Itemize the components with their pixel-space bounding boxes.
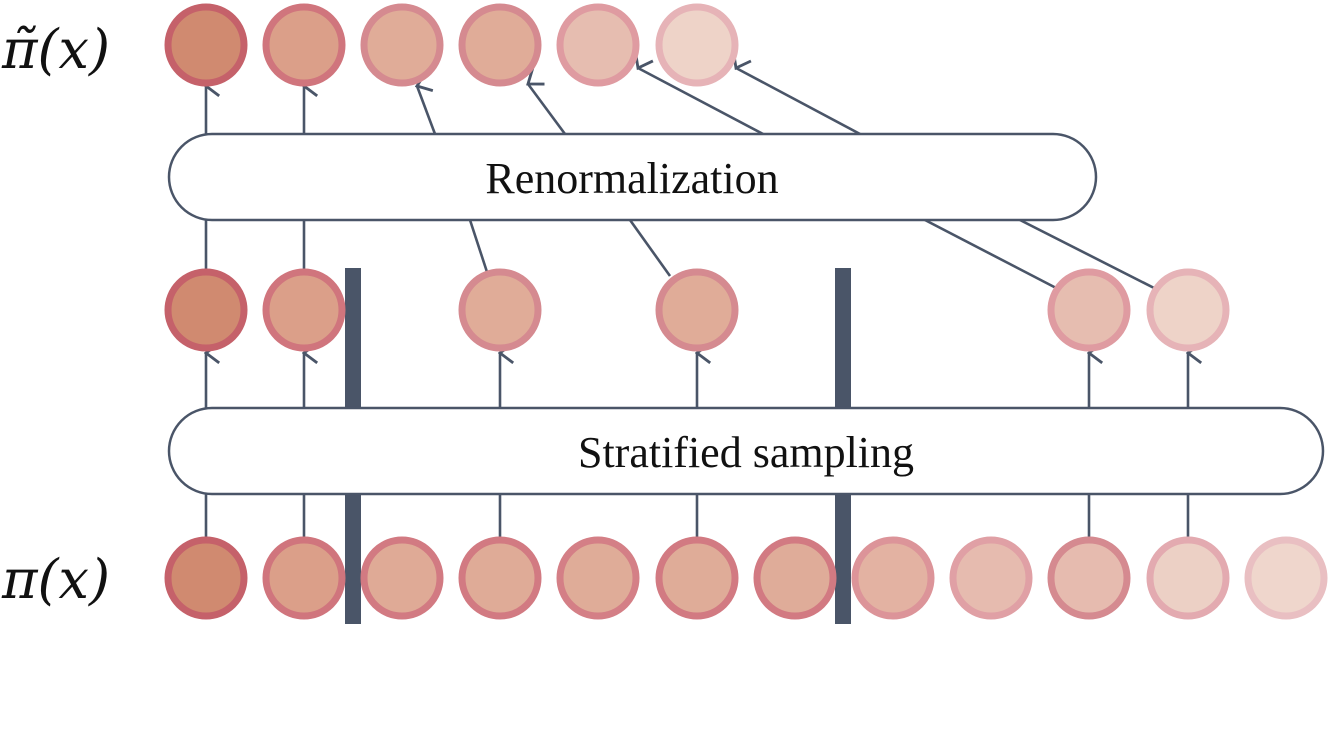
bottom-row-sample-circle-10: [1047, 536, 1131, 620]
bottom-row-sample-circle-2: [262, 536, 346, 620]
bottom-row-sample-circle-11: [1146, 536, 1230, 620]
middle-row-sample-circle-6: [1146, 268, 1230, 352]
top-row-samples: [164, 3, 739, 87]
renormalization-to-top-arrow-6: [736, 68, 861, 136]
renormalization-to-top-arrow-4: [528, 84, 567, 135]
bottom-row-sample-circle-12: [1244, 536, 1328, 620]
bottom-row-sample-circle-4: [458, 536, 542, 620]
connector-lines: [206, 68, 1188, 540]
top-row-sample-circle-1: [164, 3, 248, 87]
bottom-row-sample-circle-1: [164, 536, 248, 620]
bottom-row-sample-circle-9: [949, 536, 1033, 620]
middle-row-sample-circle-3: [458, 268, 542, 352]
top-row-sample-circle-4: [458, 3, 542, 87]
renormalization-to-top-arrow-5: [638, 68, 764, 136]
middle-row-sample-circle-4: [655, 268, 739, 352]
renormalization-to-top-arrow-3: [417, 86, 437, 135]
stratum-separator-right-top: [835, 268, 851, 410]
middle-row-sample-circle-2: [262, 268, 346, 352]
middle-to-renormalization-line-3: [468, 219, 489, 273]
middle-to-renormalization-line-4: [628, 219, 672, 277]
bottom-row-sample-circle-7: [753, 536, 837, 620]
middle-row-sample-circle-1: [164, 268, 248, 352]
pi-tilde-label: π̃(x): [1, 18, 110, 81]
stratum-separator-left-top: [345, 268, 361, 410]
middle-to-renormalization-line-5: [924, 218, 1061, 292]
bottom-row-sample-circle-3: [360, 536, 444, 620]
top-row-sample-circle-2: [262, 3, 346, 87]
top-row-sample-circle-5: [556, 3, 640, 87]
renormalization-label: Renormalization: [485, 154, 778, 203]
middle-to-renormalization-line-6: [1019, 218, 1159, 292]
bottom-row-sample-circle-8: [851, 536, 935, 620]
stratified-sampling-label: Stratified sampling: [578, 428, 914, 477]
bottom-row-sample-circle-6: [655, 536, 739, 620]
bottom-row-sample-circle-5: [556, 536, 640, 620]
bottom-row-samples: [164, 536, 1328, 620]
middle-row-sample-circle-5: [1047, 268, 1131, 352]
top-row-sample-circle-6: [655, 3, 739, 87]
stratum-separator-right-bottom: [835, 494, 851, 624]
stratum-separator-left-bottom: [345, 494, 361, 624]
pi-label: π(x): [1, 548, 110, 611]
top-row-sample-circle-3: [360, 3, 444, 87]
renormalization-box: Renormalization: [167, 132, 1098, 222]
middle-row-samples: [164, 268, 1230, 352]
stratified-sampling-box: Stratified sampling: [167, 406, 1325, 496]
